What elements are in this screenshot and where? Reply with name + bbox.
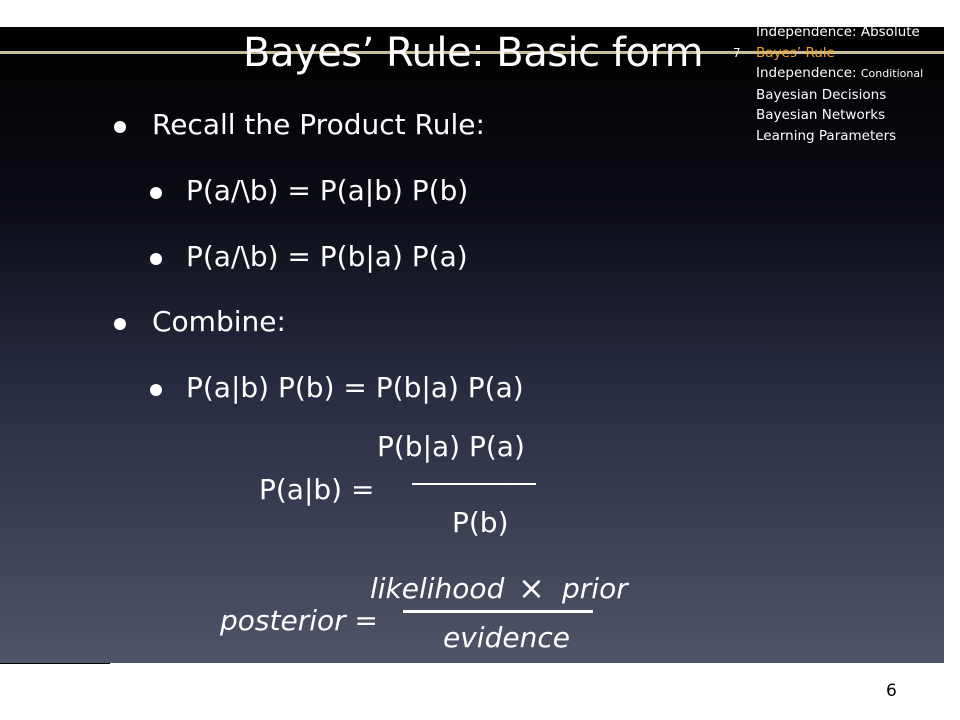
word-formula-lhs: posterior = — [220, 604, 378, 637]
word-formula-likelihood: likelihood — [370, 572, 505, 605]
toc-item-bayesian-decisions[interactable]: Bayesian Decisions — [756, 86, 887, 103]
toc-item-learning-parameters[interactable]: Learning Parameters — [756, 127, 897, 144]
toc-item-bayes-rule[interactable]: 7 Bayes’ Rule — [728, 43, 944, 64]
bullet-dot — [150, 384, 162, 396]
toc-item-independence-conditional[interactable]: Independence: Conditional — [756, 65, 924, 81]
toc-item-bayesian-networks[interactable]: Bayesian Networks — [756, 107, 886, 123]
times-symbol: × — [518, 569, 545, 607]
bullet-product-rule-2: P(a/\b) = P(b|a) P(a) — [150, 240, 468, 273]
slide: Bayes’ Rule: Basic form Independence: Ab… — [0, 27, 944, 663]
bullet-dot — [114, 318, 126, 330]
toc-item-independence-absolute[interactable]: Independence: Absolute — [756, 27, 920, 40]
bayes-formula-lhs: P(a|b) = — [259, 473, 375, 506]
bullet-dot — [114, 121, 126, 133]
word-formula-evidence: evidence — [443, 621, 570, 654]
toc-current-number: 7 — [733, 45, 741, 60]
bayes-formula-numerator: P(b|a) P(a) — [377, 430, 525, 463]
bullet-dot — [150, 253, 162, 265]
bayes-formula-denominator: P(b) — [452, 506, 509, 539]
bullet-product-rule-1: P(a/\b) = P(a|b) P(b) — [150, 174, 468, 207]
bullet-dot — [150, 187, 162, 199]
footer-divider — [0, 663, 110, 664]
word-formula-prior: prior — [562, 572, 628, 605]
bullet-combined-equation: P(a|b) P(b) = P(b|a) P(a) — [150, 371, 524, 404]
bayes-fraction-bar — [412, 483, 536, 485]
bullet-combine: Combine: — [114, 305, 286, 338]
bullet-recall-product-rule: Recall the Product Rule: — [114, 108, 485, 141]
page-number: 6 — [886, 681, 897, 701]
slide-title: Bayes’ Rule: Basic form — [243, 30, 704, 76]
title-divider — [0, 51, 944, 54]
table-of-contents: Independence: Absolute 7 Bayes’ Rule Ind… — [728, 27, 944, 146]
word-fraction-bar — [403, 610, 593, 613]
